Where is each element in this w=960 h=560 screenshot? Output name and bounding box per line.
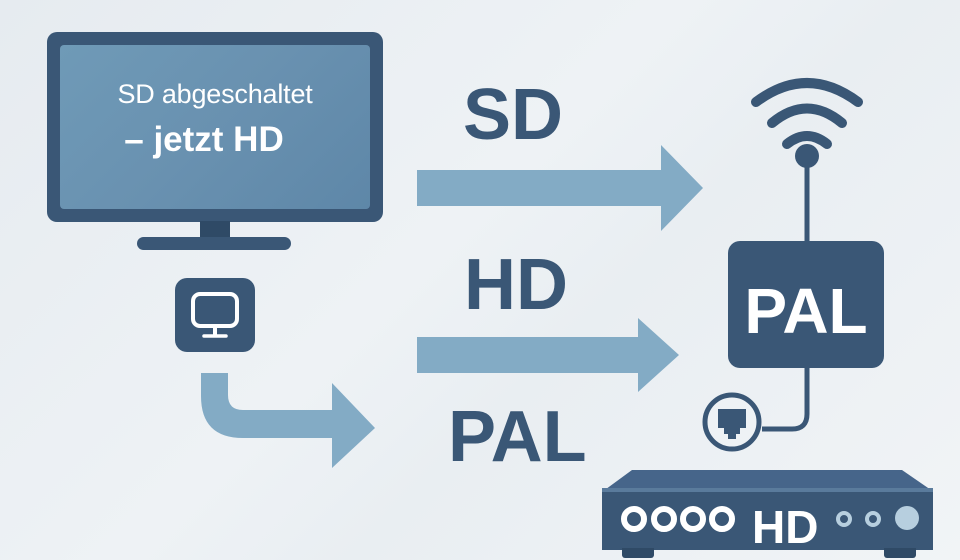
receiver-label: HD xyxy=(752,501,819,553)
receiver-foot-right xyxy=(884,548,916,558)
cable-connector xyxy=(702,366,810,452)
tv-screen-line1: SD abgeschaltet xyxy=(117,79,313,109)
monitor-icon xyxy=(191,292,239,338)
label-sd: SD xyxy=(463,75,564,155)
tv-screen-line2: – jetzt HD xyxy=(124,119,284,159)
tv-screen xyxy=(60,45,370,209)
arrow-hd xyxy=(417,318,679,392)
pal-box-label: PAL xyxy=(744,274,868,347)
monitor-icon-tile xyxy=(175,278,255,352)
arrow-sd xyxy=(417,145,703,231)
label-pal: PAL xyxy=(448,397,587,477)
arrow-curved-pal xyxy=(201,373,375,468)
tv-stand-base xyxy=(137,237,291,250)
receiver-foot-left xyxy=(622,548,654,558)
tv-screen-text: SD abgeschaltet – jetzt HD xyxy=(60,78,370,162)
receiver-controls xyxy=(621,506,919,532)
wifi-signal-icon xyxy=(751,78,863,245)
receiver-top xyxy=(602,470,933,492)
tv-stand-neck xyxy=(200,221,230,241)
label-hd: HD xyxy=(464,245,568,325)
pal-box: PAL xyxy=(728,241,884,368)
